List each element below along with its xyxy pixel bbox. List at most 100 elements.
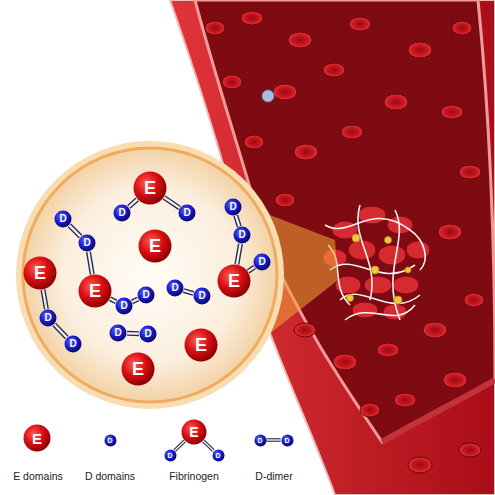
bond-core (203, 441, 213, 451)
bond-outline (236, 216, 239, 227)
legend-item: D-dimer (255, 466, 292, 484)
domain-letter: E (228, 272, 240, 290)
bond-core (69, 225, 80, 236)
legend-item: Fibrinogen (169, 466, 219, 484)
domain-fill (182, 420, 207, 445)
domain-letter: D (144, 329, 151, 339)
legend-item: E domains (13, 466, 63, 484)
domain-fill (116, 298, 133, 315)
bond-line (132, 299, 138, 302)
legend-label: D domains (85, 470, 135, 482)
bond-line (267, 440, 281, 441)
domain-fill (254, 434, 266, 446)
domain-circle: D (281, 434, 294, 447)
domain-fill (212, 449, 224, 461)
domain-circle: D (64, 335, 82, 353)
bond-outline (110, 299, 116, 302)
legend-item: D domains (85, 466, 135, 484)
domain-fill (134, 172, 167, 205)
domain-fill (281, 434, 293, 446)
domain-circle: D (193, 287, 211, 305)
bond-outline (237, 244, 241, 264)
domain-fill (65, 336, 82, 353)
domain-fill (104, 434, 116, 446)
bond-line (43, 290, 46, 309)
domain-fill (234, 227, 251, 244)
bond-line (164, 198, 179, 208)
domain-letter: D (284, 437, 289, 444)
bond-line (248, 267, 254, 271)
domain-letter: D (171, 283, 178, 293)
bond-line (236, 216, 239, 227)
bond-outline (43, 290, 46, 309)
domain-circle: D (115, 297, 133, 315)
domain-letter: D (167, 452, 172, 459)
bond-core (127, 332, 139, 335)
domain-circle: E (217, 264, 251, 298)
domain-circle: D (224, 198, 242, 216)
domain-fill (139, 230, 172, 263)
bond-outline (132, 299, 138, 302)
domain-letter: E (189, 425, 198, 439)
bond-line (110, 299, 116, 302)
white-blood-cell (262, 90, 274, 102)
bond-outline (164, 198, 179, 208)
bond-core (248, 267, 254, 271)
domain-fill (167, 280, 184, 297)
domain-circle: D (253, 253, 271, 271)
bond-outline (127, 331, 139, 336)
domain-letter: E (32, 431, 42, 446)
bond-core (132, 299, 138, 302)
domain-letter: E (149, 237, 161, 255)
domain-circle: E (138, 229, 172, 263)
bond-core (88, 252, 92, 274)
legend-label: D-dimer (255, 470, 292, 482)
domain-letter: D (83, 238, 90, 248)
legend-label: Fibrinogen (169, 470, 219, 482)
bond-core (236, 216, 239, 227)
domain-fill (79, 235, 96, 252)
bond-line (203, 441, 213, 451)
domain-circle: D (109, 324, 127, 342)
domain-fill (225, 199, 242, 216)
domain-fill (55, 211, 72, 228)
bond-outline (175, 441, 185, 451)
bond-outline (129, 199, 138, 207)
bond-line (127, 333, 139, 334)
domain-letter: E (132, 360, 144, 378)
bond-line (175, 441, 185, 451)
domain-letter: D (258, 257, 265, 267)
domain-letter: D (114, 328, 121, 338)
domain-circle: D (54, 210, 72, 228)
domain-circle: D (39, 309, 57, 327)
domain-fill (40, 310, 57, 327)
bond-outline (184, 291, 194, 294)
domain-letter: D (229, 202, 236, 212)
domain-letter: D (215, 452, 220, 459)
domain-fill (254, 254, 271, 271)
domain-circle: D (139, 325, 157, 343)
domain-circle: D (164, 449, 177, 462)
domain-letter: D (257, 437, 262, 444)
bond-core (237, 244, 241, 264)
domain-fill (164, 449, 176, 461)
domain-circle: D (137, 286, 155, 304)
bond-core (164, 198, 179, 208)
bond-core (54, 324, 67, 337)
blood-clot (323, 205, 430, 320)
bond-line (54, 324, 67, 337)
domain-circle: D (212, 449, 225, 462)
domain-circle: E (23, 424, 51, 452)
domain-letter: D (238, 230, 245, 240)
domain-fill (24, 425, 51, 452)
bond-line (237, 244, 241, 264)
domain-fill (179, 205, 196, 222)
domain-fill (114, 205, 131, 222)
domain-letter: D (183, 208, 190, 218)
bond-outline (248, 267, 254, 271)
domain-letter: D (120, 301, 127, 311)
domain-circle: D (254, 434, 267, 447)
bond-outline (69, 225, 80, 236)
